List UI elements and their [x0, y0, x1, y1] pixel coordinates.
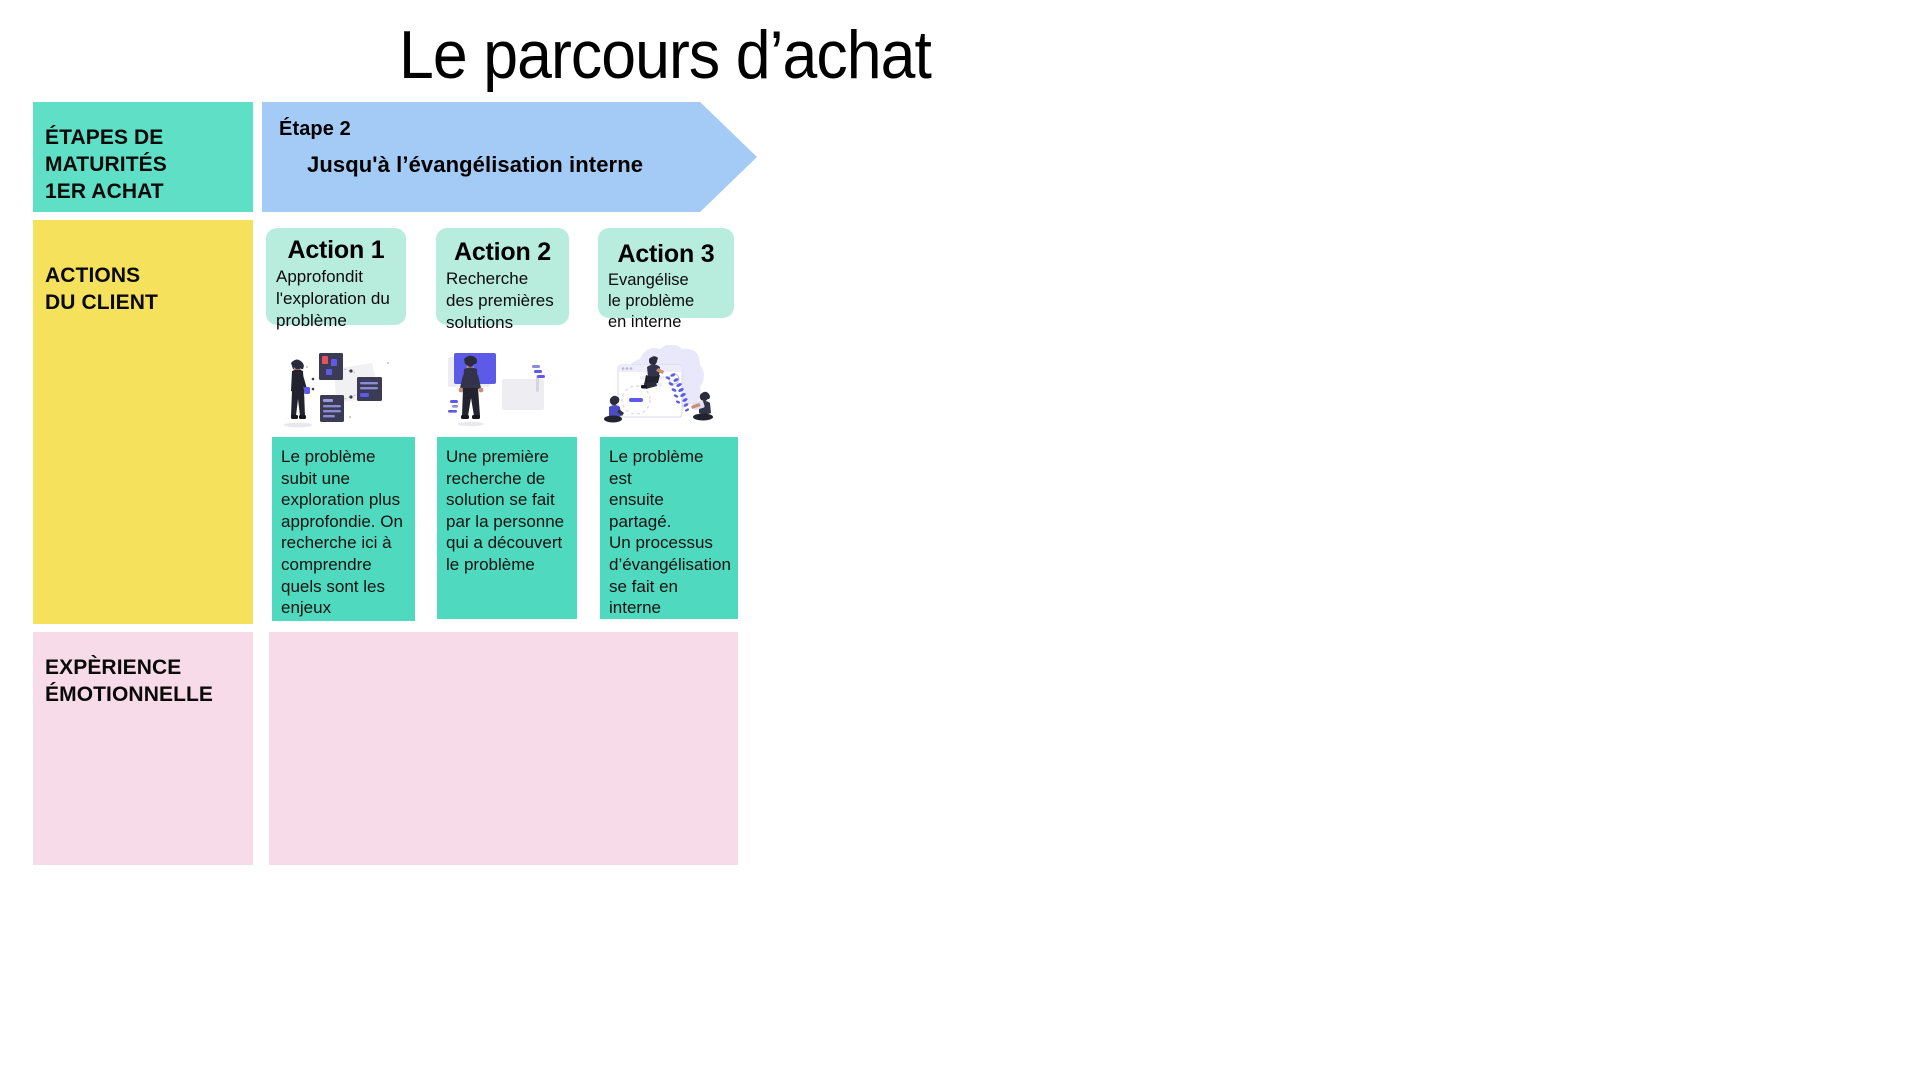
rail-label-maturity-stages: ÉTAPES DE MATURITÉS 1ER ACHAT [45, 126, 167, 203]
action-note-1-text: Le problème subit une exploration plus a… [281, 447, 403, 618]
page-title: Le parcours d’achat [398, 17, 932, 93]
action-note-2[interactable]: Une première recherche de solution se fa… [437, 437, 577, 619]
rail-label-emotional-experience: EXPÈRIENCE ÉMOTIONNELLE [45, 656, 214, 706]
stage-arrow-banner: Étape 2 Jusqu'à l’évangélisation interne [262, 102, 757, 212]
team-sharing-knowledge-illustration [600, 345, 735, 430]
action-card-2[interactable]: Action 2 Recherche des premières solutio… [436, 228, 569, 332]
action-note-2-text: Une première recherche de solution se fa… [446, 447, 565, 574]
person-browsing-documents-illustration [272, 345, 407, 430]
person-at-presentation-board-illustration [440, 345, 570, 430]
action-card-1-title: Action 1 [287, 236, 385, 264]
rail-label-customer-actions: ACTIONS DU CLIENT [45, 264, 158, 314]
rail-section-maturity-stages: ÉTAPES DE MATURITÉS 1ER ACHAT [33, 102, 253, 212]
action-card-2-description: Recherche des premières solutions [446, 269, 554, 332]
action-card-2-title: Action 2 [453, 238, 552, 266]
action-card-3-description: Evangélise le problème en interne [608, 271, 695, 331]
stage-name: Étape 2 [279, 118, 351, 140]
action-note-3-text: Le problème est ensuite partagé. Un proc… [609, 447, 731, 618]
action-note-3[interactable]: Le problème est ensuite partagé. Un proc… [600, 437, 738, 619]
rail-section-emotional-experience: EXPÈRIENCE ÉMOTIONNELLE [33, 632, 253, 865]
emotional-experience-canvas[interactable] [269, 632, 738, 865]
rail-section-customer-actions: ACTIONS DU CLIENT [33, 220, 253, 624]
action-card-1[interactable]: Action 1 Approfondit l'exploration du pr… [266, 228, 406, 330]
action-card-3[interactable]: Action 3 Evangélise le problème en inter… [598, 228, 734, 331]
action-card-3-title: Action 3 [617, 240, 715, 268]
action-card-1-description: Approfondit l'exploration du problème [276, 267, 390, 330]
action-note-1[interactable]: Le problème subit une exploration plus a… [272, 437, 415, 621]
stage-subtitle: Jusqu'à l’évangélisation interne [307, 152, 644, 177]
